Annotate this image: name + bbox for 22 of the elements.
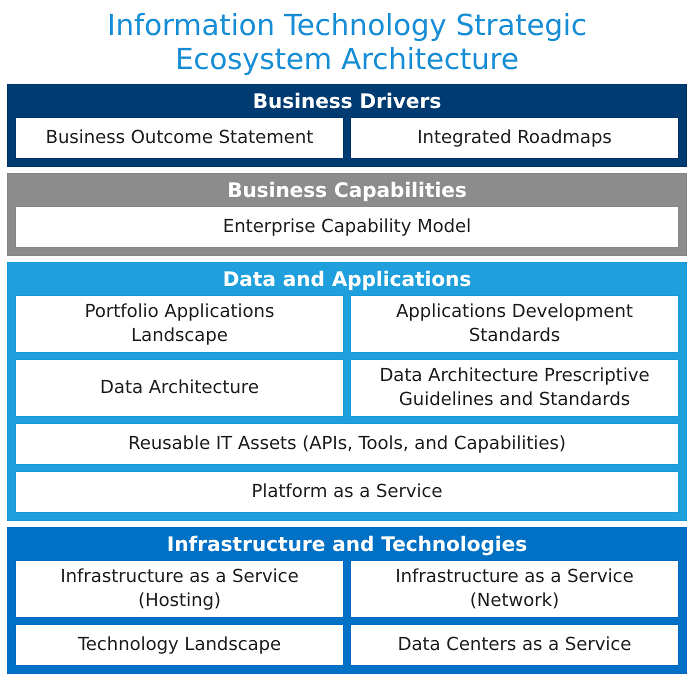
component-box: Infrastructure as a Service (Hosting) xyxy=(16,561,343,617)
component-box: Platform as a Service xyxy=(16,472,678,512)
layer-heading: Data and Applications xyxy=(222,266,472,292)
component-box: Reusable IT Assets (APIs, Tools, and Capabilities) xyxy=(16,424,678,464)
component-box: Data Centers as a Service xyxy=(351,625,678,665)
layer-band xyxy=(7,262,687,521)
layer-band xyxy=(7,173,687,256)
component-box: Infrastructure as a Service (Network) xyxy=(351,561,678,617)
layer-band xyxy=(7,527,687,674)
component-box: Technology Landscape xyxy=(16,625,343,665)
diagram-title: Information Technology Strategic Ecosystem Architecture xyxy=(106,8,588,76)
component-box: Applications Development Standards xyxy=(351,296,678,352)
layer-heading: Infrastructure and Technologies xyxy=(166,531,528,557)
layer-heading: Business Drivers xyxy=(252,88,442,114)
component-box: Data Architecture xyxy=(16,360,343,416)
component-box: Portfolio Applications Landscape xyxy=(16,296,343,352)
component-box: Integrated Roadmaps xyxy=(351,118,678,158)
component-box: Business Outcome Statement xyxy=(16,118,343,158)
layer-heading: Business Capabilities xyxy=(226,177,468,203)
component-box: Data Architecture Prescriptive Guidelines and Standards xyxy=(351,360,678,416)
layer-band xyxy=(7,84,687,167)
component-box: Enterprise Capability Model xyxy=(16,207,678,247)
